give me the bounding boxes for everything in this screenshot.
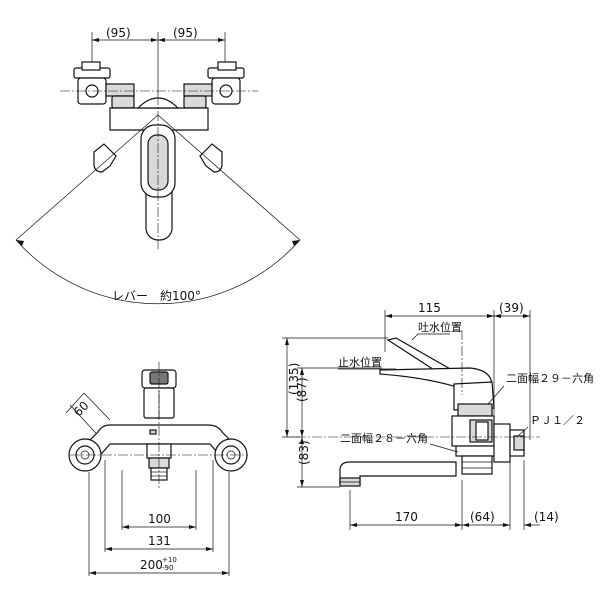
dim-64: (64) xyxy=(470,510,495,524)
dim-95-right: (95) xyxy=(173,26,198,40)
hex28-label: 二面幅２８－六角 xyxy=(340,432,428,445)
dim-131: 131 xyxy=(148,534,171,548)
dim-100: 100 xyxy=(148,512,171,526)
top-view: (95) (95) レバー xyxy=(15,26,301,305)
dim-200: 200 xyxy=(140,558,163,572)
pj-label: ＰＪ１／２ xyxy=(530,414,585,427)
dim-87: (87) xyxy=(295,377,309,402)
dim-95-left: (95) xyxy=(106,26,131,40)
dim-135: (135) xyxy=(287,363,301,395)
side-view: 115 (39) 吐水位置 止水位置 xyxy=(282,301,594,530)
spout-position-label: 吐水位置 xyxy=(418,320,462,334)
front-view: 60 100 xyxy=(65,362,248,576)
stop-position-label: 止水位置 xyxy=(338,355,382,369)
dim-39: (39) xyxy=(499,301,524,315)
tolerance-upper: +10 xyxy=(162,556,177,564)
dim-115: 115 xyxy=(418,301,441,315)
hex29-label: 二面幅２９－六角 xyxy=(506,372,594,385)
dim-83: (83) xyxy=(297,440,311,465)
lever-angle-label: レバー 約100° xyxy=(112,288,201,303)
dim-60: 60 xyxy=(71,398,92,419)
dim-170: 170 xyxy=(395,510,418,524)
dim-14: (14) xyxy=(534,510,559,524)
tolerance-lower: -90 xyxy=(162,564,173,572)
